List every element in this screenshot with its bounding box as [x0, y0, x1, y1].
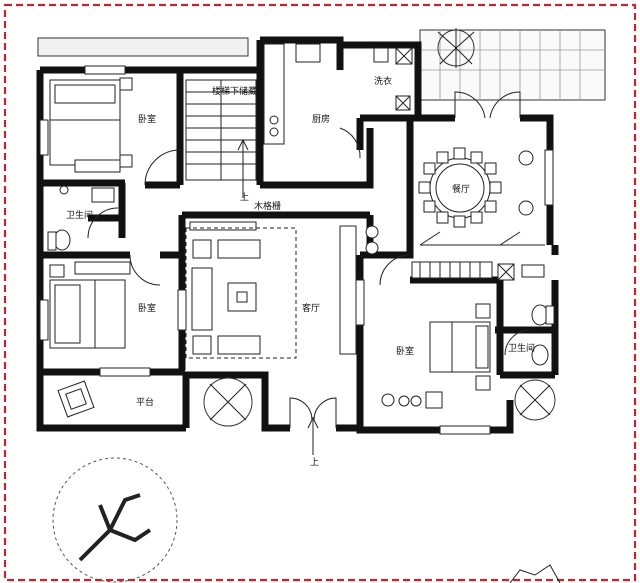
- bed-nw: [49, 77, 133, 173]
- terrace-chair: [57, 380, 95, 418]
- windows: [39, 65, 554, 435]
- bed-sw: [49, 261, 131, 349]
- bath-w-fixtures: [47, 185, 115, 251]
- label-stair-note: 楼梯下储藏: [212, 85, 257, 97]
- label-terrace: 平台: [136, 396, 154, 408]
- plant-corner: [509, 564, 561, 583]
- label-bedroom-sw: 卧室: [138, 302, 156, 314]
- top-hatch: [37, 37, 249, 57]
- label-up-stair: 上: [240, 192, 249, 203]
- bed-se: [381, 303, 491, 409]
- label-dining: 餐厅: [452, 183, 470, 195]
- site-boundary: [3, 3, 637, 582]
- label-up-entry: 上: [310, 457, 319, 468]
- label-living: 客厅: [302, 302, 320, 314]
- label-bathroom-w: 卫生间: [66, 209, 93, 221]
- living-furniture: [185, 221, 379, 359]
- label-kitchen: 厨房: [312, 113, 330, 125]
- plant-ne: [437, 28, 475, 68]
- label-bedroom-nw: 卧室: [138, 113, 156, 125]
- label-bathroom-e: 卫生间: [508, 342, 535, 354]
- dining-table: [418, 147, 545, 246]
- stairs: [185, 79, 257, 198]
- kitchen-counter: [263, 43, 413, 145]
- sideboard: [411, 261, 545, 281]
- doors: [87, 91, 531, 428]
- tree-large: [52, 457, 178, 583]
- deck: [419, 29, 606, 101]
- label-bedroom-se: 卧室: [396, 345, 414, 357]
- entry-arrow: [307, 416, 319, 455]
- bath-e-fixtures: [531, 304, 555, 366]
- label-cabinet-note: 木格栅: [254, 200, 281, 212]
- plant-south: [203, 377, 253, 427]
- label-laundry: 洗衣: [374, 75, 392, 87]
- plant-se: [514, 379, 556, 421]
